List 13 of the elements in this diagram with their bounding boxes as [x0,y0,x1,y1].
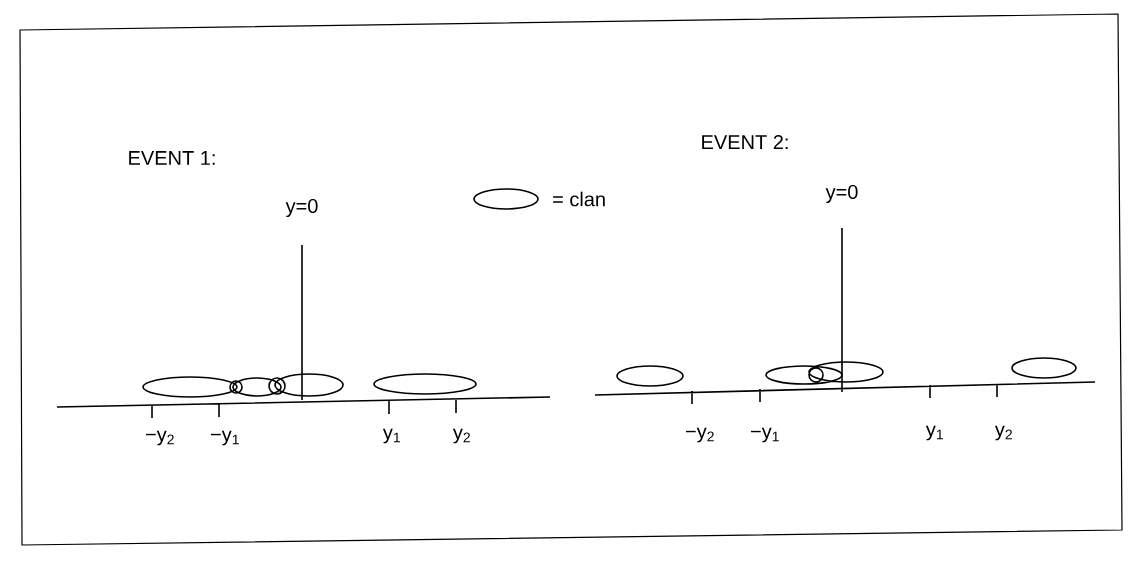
event-heading: EVENT 2: [702,135,788,149]
tick-label: −y$_{2}$ [146,430,174,446]
tick-label: y$_{2}$ [452,428,470,444]
event-heading: EVENT 1: [129,151,215,165]
axis-label: y=0 [285,198,318,218]
legend-label: = clan [553,191,605,207]
tick-label: y$_{1}$ [925,425,943,441]
axis-label: y=0 [825,184,858,204]
tick-label: −y$_{2}$ [686,427,714,443]
tick-label: −y$_{1}$ [751,427,779,443]
tick-label: y$_{2}$ [994,425,1012,441]
tick-label: y$_{1}$ [382,428,400,444]
tick-label: −y$_{1}$ [211,430,239,446]
